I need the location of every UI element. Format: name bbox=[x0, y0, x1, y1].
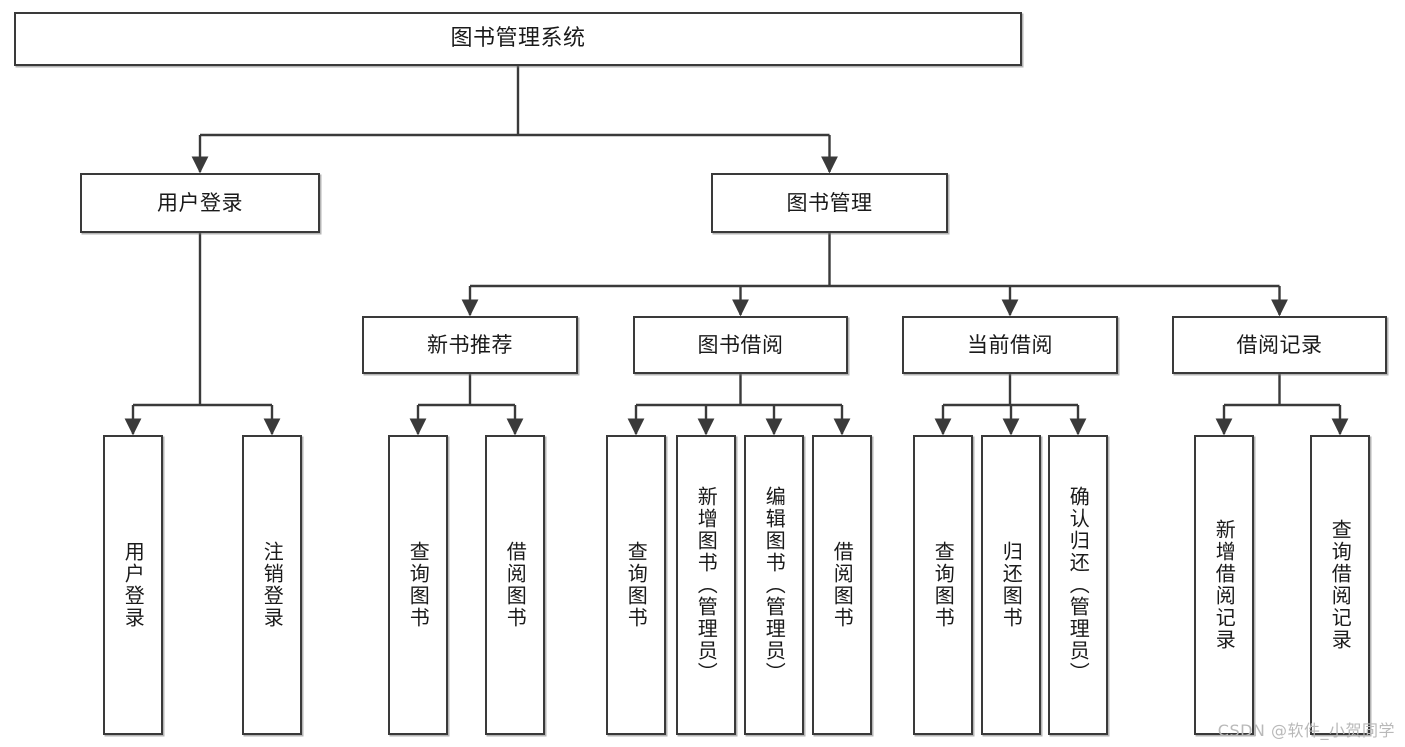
node-label: 查询图书 bbox=[624, 541, 649, 629]
connector-bus-book-manage bbox=[470, 233, 1280, 288]
node-borrow-record[interactable]: 借阅记录 bbox=[1172, 316, 1387, 374]
node-leaf-query-book-2[interactable]: 查询图书 bbox=[606, 435, 666, 735]
node-label: 归还图书 bbox=[999, 541, 1024, 629]
node-label: 借阅记录 bbox=[1236, 332, 1323, 357]
connector-bus-book-borrow bbox=[636, 374, 842, 407]
node-label: 确认归还（管理员） bbox=[1066, 486, 1091, 684]
node-leaf-borrow-book-1[interactable]: 借阅图书 bbox=[485, 435, 545, 735]
node-leaf-confirm-return[interactable]: 确认归还（管理员） bbox=[1048, 435, 1108, 735]
node-label: 查询图书 bbox=[406, 541, 431, 629]
node-leaf-user-login[interactable]: 用户登录 bbox=[103, 435, 163, 735]
node-label: 查询图书 bbox=[931, 541, 956, 629]
node-new-book-rec[interactable]: 新书推荐 bbox=[362, 316, 578, 374]
csdn-watermark: CSDN @软件_小贺同学 bbox=[1217, 721, 1395, 740]
node-leaf-add-record[interactable]: 新增借阅记录 bbox=[1194, 435, 1254, 735]
node-label: 新书推荐 bbox=[427, 332, 513, 357]
node-label: 图书管理系统 bbox=[450, 26, 586, 52]
node-current-borrow[interactable]: 当前借阅 bbox=[902, 316, 1118, 374]
node-leaf-edit-book[interactable]: 编辑图书（管理员） bbox=[744, 435, 804, 735]
node-label: 用户登录 bbox=[121, 541, 146, 629]
node-root[interactable]: 图书管理系统 bbox=[14, 12, 1022, 66]
node-label: 图书管理 bbox=[786, 190, 873, 215]
node-leaf-query-book-3[interactable]: 查询图书 bbox=[913, 435, 973, 735]
node-label: 查询借阅记录 bbox=[1328, 519, 1353, 651]
node-label: 借阅图书 bbox=[503, 541, 528, 629]
node-label: 注销登录 bbox=[260, 541, 285, 629]
connector-bus-user-login bbox=[133, 233, 272, 407]
node-leaf-return-book[interactable]: 归还图书 bbox=[981, 435, 1041, 735]
node-leaf-query-book-1[interactable]: 查询图书 bbox=[388, 435, 448, 735]
node-label: 新增图书（管理员） bbox=[694, 486, 719, 684]
node-book-manage[interactable]: 图书管理 bbox=[711, 173, 948, 233]
node-leaf-user-logout[interactable]: 注销登录 bbox=[242, 435, 302, 735]
node-leaf-add-book[interactable]: 新增图书（管理员） bbox=[676, 435, 736, 735]
node-label: 当前借阅 bbox=[967, 332, 1053, 357]
node-label: 借阅图书 bbox=[830, 541, 855, 629]
node-label: 新增借阅记录 bbox=[1212, 519, 1237, 651]
node-leaf-borrow-book-2[interactable]: 借阅图书 bbox=[812, 435, 872, 735]
node-user-login[interactable]: 用户登录 bbox=[80, 173, 320, 233]
connector-bus-root bbox=[200, 66, 830, 137]
connector-bus-borrow-record bbox=[1224, 374, 1340, 407]
node-leaf-query-record[interactable]: 查询借阅记录 bbox=[1310, 435, 1370, 735]
node-label: 图书借阅 bbox=[697, 332, 784, 357]
node-label: 用户登录 bbox=[157, 190, 243, 215]
connector-bus-current-borrow bbox=[943, 374, 1078, 407]
connector-bus-new-book-rec bbox=[418, 374, 515, 407]
node-label: 编辑图书（管理员） bbox=[762, 486, 787, 684]
node-book-borrow[interactable]: 图书借阅 bbox=[633, 316, 848, 374]
